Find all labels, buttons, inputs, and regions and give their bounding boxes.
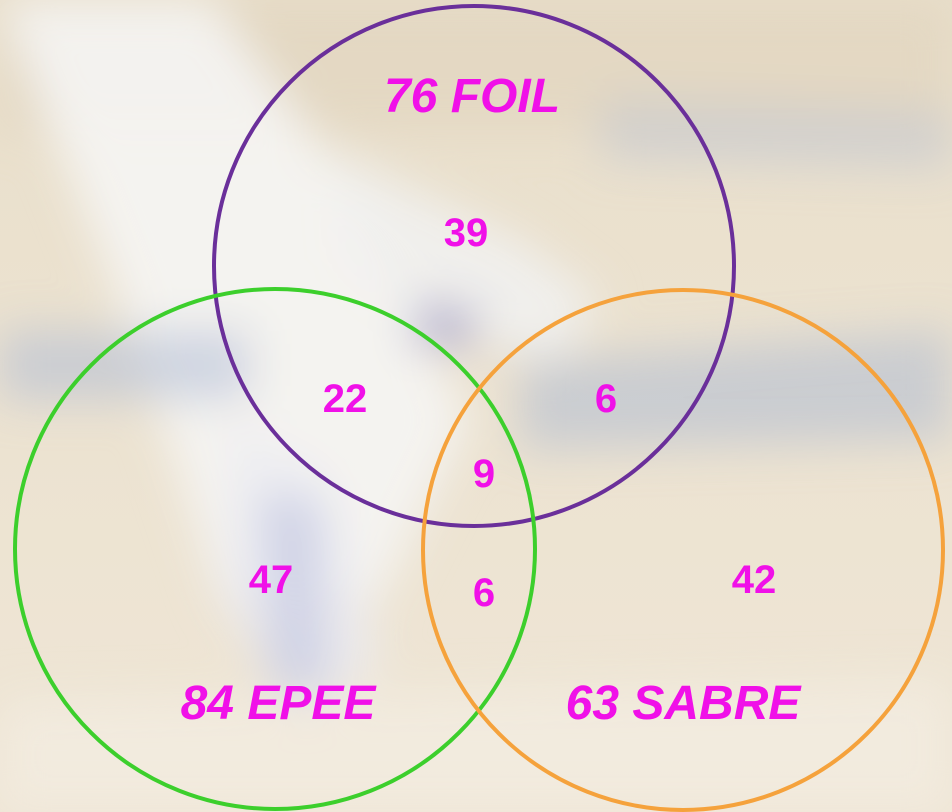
epee-set-label: 84 EPEE (181, 677, 378, 730)
region-foil-only: 39 (444, 211, 489, 255)
sabre-set-label: 63 SABRE (566, 677, 803, 730)
epee-circle (15, 289, 535, 809)
sabre-circle (423, 290, 943, 810)
region-foil-epee: 22 (323, 377, 368, 421)
region-all-three: 9 (473, 452, 495, 496)
region-foil-sabre: 6 (595, 377, 617, 421)
region-epee-sabre: 6 (473, 571, 495, 615)
region-sabre-only: 42 (732, 558, 777, 602)
region-epee-only: 47 (249, 558, 294, 602)
foil-set-label: 76 FOIL (384, 70, 560, 123)
